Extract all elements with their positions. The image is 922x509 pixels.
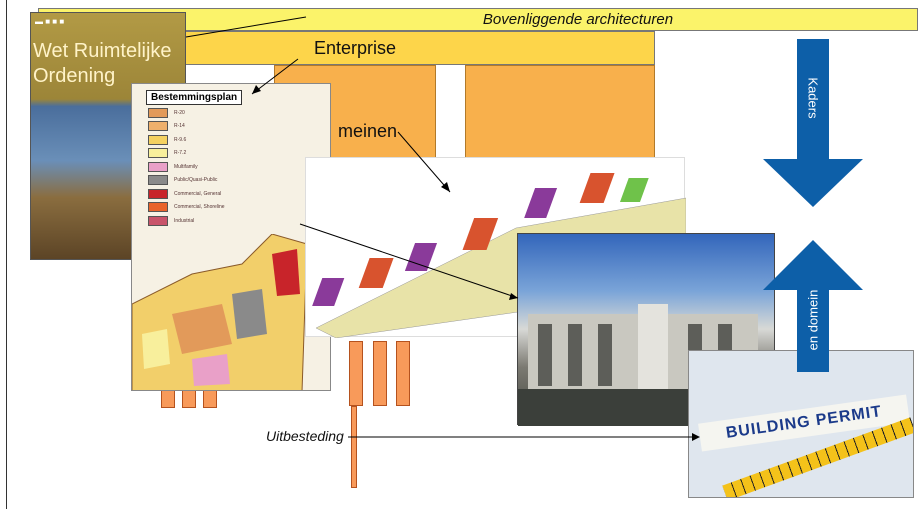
zoning-map: Bestemmingsplan R-20 R-14 R-9.6 R-7.2 Mu…	[131, 83, 331, 391]
legend-item: Commercial, General	[148, 187, 225, 201]
outsourcing-bar	[351, 406, 357, 488]
kaders-label: Kaders	[805, 77, 821, 119]
legend-item: R-9.6	[148, 133, 225, 147]
legend-item: R-14	[148, 120, 225, 134]
uitbesteding-label: Uitbesteding	[266, 428, 344, 444]
legend-item: Public/Quasi-Public	[148, 174, 225, 188]
legend-item: R-20	[148, 106, 225, 120]
book-callout-line	[185, 16, 307, 38]
book-title-line1: Wet Ruimtelijke	[33, 40, 172, 62]
legend-item: Multifamily	[148, 160, 225, 174]
domein-arrow	[763, 240, 863, 372]
domain-bar	[396, 341, 410, 406]
legend-item: R-7.2	[148, 147, 225, 161]
map-title: Bestemmingsplan	[146, 90, 243, 105]
domain-bar	[349, 341, 363, 406]
banner-label: Bovenliggende architecturen	[482, 11, 674, 28]
frame-left-border	[6, 0, 7, 509]
map-parcels	[132, 234, 308, 390]
building-permit-photo: BUILDING PERMIT	[688, 350, 914, 498]
book-title-line2: Ordening	[33, 65, 116, 87]
domein-label: en domein	[805, 289, 821, 351]
map-legend: R-20 R-14 R-9.6 R-7.2 Multifamily Public…	[148, 106, 225, 228]
book-color-strip: ▬ ■ ■ ■	[35, 17, 65, 26]
city-callout-line	[397, 131, 451, 193]
enterprise-label: Enterprise	[314, 38, 397, 58]
domain-label: meinen	[338, 121, 398, 141]
building-callout-line	[299, 223, 519, 299]
legend-item: Industrial	[148, 214, 225, 228]
legend-item: Commercial, Shoreline	[148, 201, 225, 215]
domain-bar	[373, 341, 387, 406]
domain-block-2	[465, 65, 655, 175]
map-callout-line	[251, 58, 299, 95]
kaders-arrow	[763, 39, 863, 207]
